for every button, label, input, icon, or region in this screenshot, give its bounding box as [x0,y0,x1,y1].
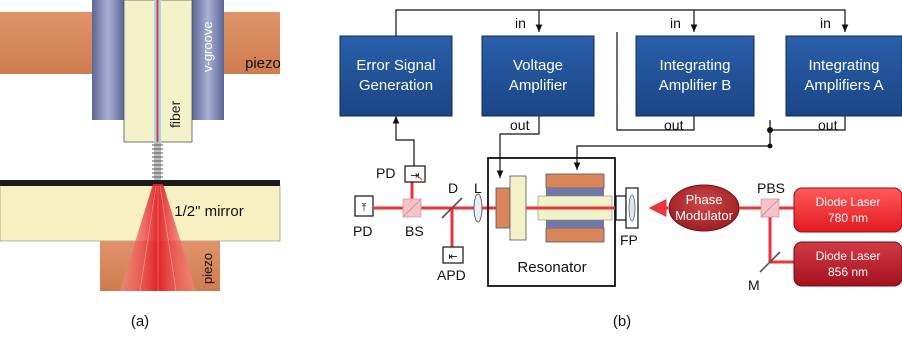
panel-b: Error Signal Generation Voltage Amplifie… [339,9,902,330]
box-error-signal: Error Signal Generation [339,35,453,117]
svg-text:⇥: ⇥ [410,170,419,182]
fiber-coil [152,142,163,180]
pd-left: ⤒ [354,195,374,217]
svg-text:Error Signal: Error Signal [356,57,435,74]
phase-modulator: Phase Modulator [668,184,740,232]
fp-connector [615,187,639,229]
svg-text:⤒: ⤒ [362,202,367,214]
port-in-int-a: in [820,15,831,31]
label-piezo-top: piezo [245,55,281,72]
resonator-fiber-mount-bottom [545,227,605,243]
resonator-vgroove-top [546,188,604,196]
label-m: M [748,277,760,293]
port-out-voltage: out [510,117,530,133]
svg-text:Generation: Generation [359,77,433,94]
vgroove-left [92,0,124,120]
diode-laser-856: Diode Laser 856 nm [793,241,902,287]
label-d: D [448,180,458,196]
apd: ⇤ [442,246,464,264]
pd-top: ⇥ [404,165,426,183]
port-in-int-b: in [670,15,681,31]
svg-text:Amplifiers A: Amplifiers A [804,77,883,94]
panel-a: piezo v-groove fiber 1/2" mirror piezo (… [0,0,281,330]
resonator-mirror [509,175,527,241]
svg-text:Diode Laser: Diode Laser [816,249,881,263]
svg-text:856 nm: 856 nm [828,265,868,279]
svg-text:Modulator: Modulator [675,208,733,223]
svg-text:Diode Laser: Diode Laser [816,195,881,209]
svg-text:Integrating: Integrating [809,57,880,74]
label-bs: BS [405,223,424,239]
resonator-vgroove-bottom [546,220,604,228]
svg-text:Amplifier: Amplifier [509,77,567,94]
resonator-fiber-mount-top [545,173,605,189]
label-l: L [474,180,482,196]
svg-text:⇤: ⇤ [448,251,457,263]
label-apd: APD [437,267,466,283]
label-vgroove: v-groove [200,21,215,72]
svg-text:Integrating: Integrating [660,57,731,74]
wire-junction-2 [767,143,773,149]
label-fiber: fiber [167,100,183,128]
svg-text:Voltage: Voltage [513,57,563,74]
label-piezo-bottom: piezo [200,253,215,284]
feedback-wires [392,9,849,178]
label-resonator: Resonator [517,259,586,276]
label-mirror: 1/2" mirror [174,203,244,220]
resonator-piezo [495,187,511,229]
label-fp: FP [620,232,638,248]
label-pd-top: PD [376,165,395,181]
port-out-int-b: out [664,117,684,133]
svg-text:Phase: Phase [686,192,723,207]
resonator-enclosure [487,157,616,287]
box-integrating-amplifier-b: Integrating Amplifier B [635,35,755,117]
box-integrating-amplifiers-a: Integrating Amplifiers A [785,35,902,117]
vgroove-right [192,0,224,120]
mirror-m [759,251,781,273]
lens [473,193,483,223]
label-pbs: PBS [757,180,785,196]
caption-b: (b) [613,313,631,330]
diode-laser-780: Diode Laser 780 nm [793,187,902,233]
port-in-voltage: in [515,15,526,31]
dichroic-mirror [441,197,463,219]
wire-junction [767,127,773,133]
svg-text:Amplifier B: Amplifier B [659,77,732,94]
box-voltage-amplifier: Voltage Amplifier [481,35,595,117]
mirror-coating [0,180,280,186]
caption-a: (a) [131,313,149,330]
label-pd-left: PD [353,223,372,239]
svg-text:780 nm: 780 nm [828,211,868,225]
port-out-int-a: out [818,117,838,133]
